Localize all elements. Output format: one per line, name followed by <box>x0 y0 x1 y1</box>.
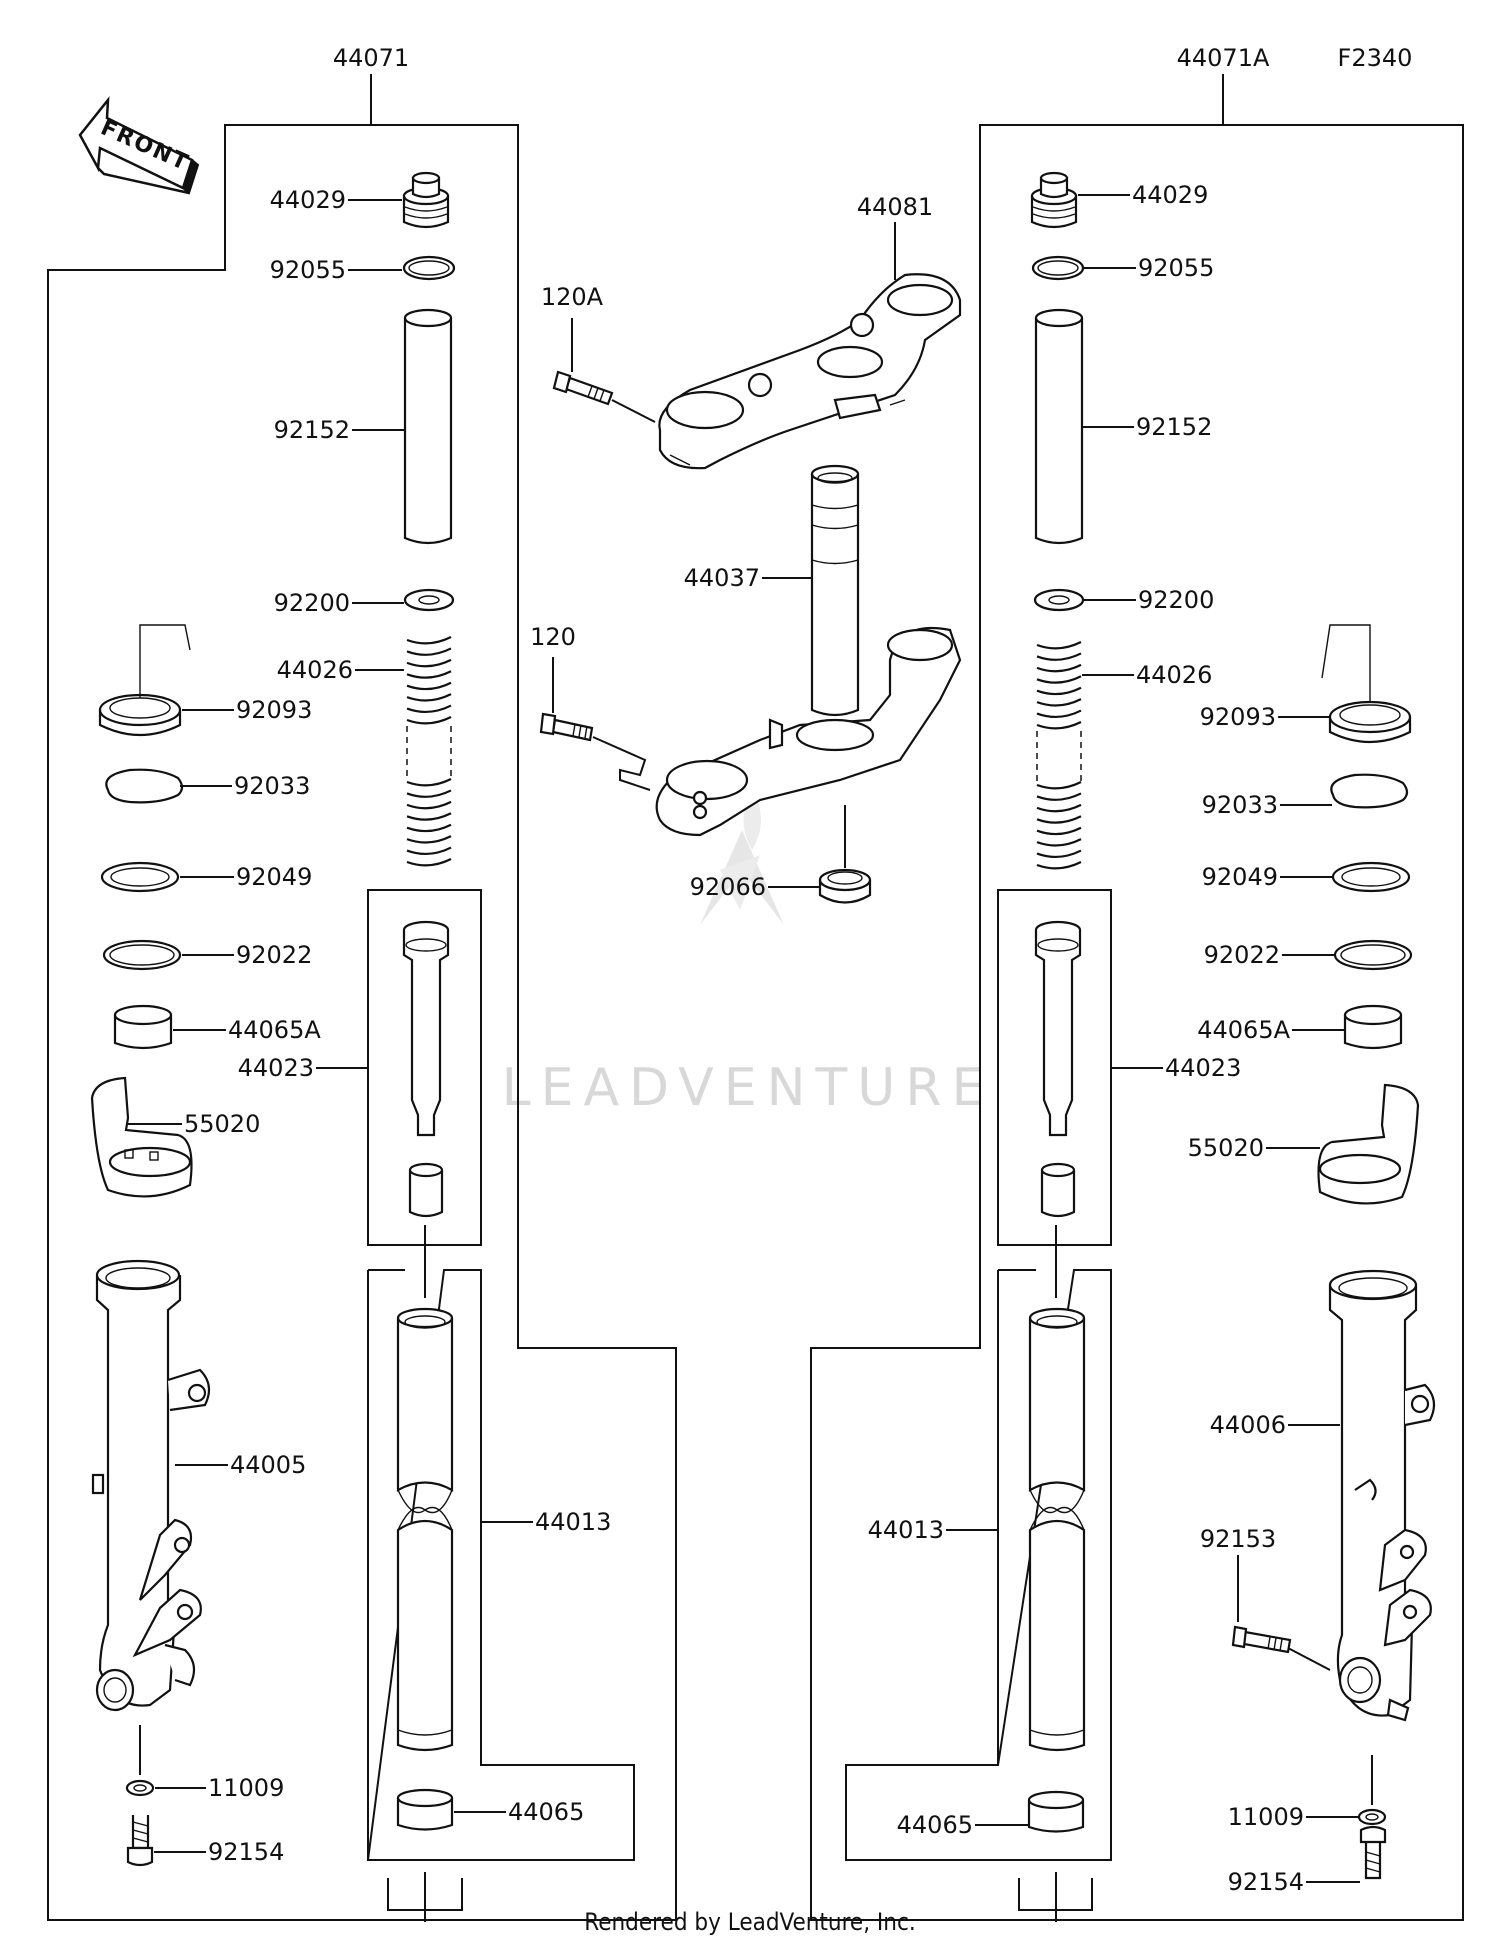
fork-cap-right <box>1030 171 1078 229</box>
slide-bush-right <box>1027 1790 1085 1833</box>
front-arrow-icon: FRONT <box>78 96 200 195</box>
label-120a: 120A <box>541 283 604 311</box>
circlip-left <box>105 768 184 804</box>
label-92049-left: 92049 <box>236 863 312 891</box>
label-92152-left: 92152 <box>274 416 350 444</box>
label-92033-right: 92033 <box>1202 791 1278 819</box>
label-44026-right: 44026 <box>1136 661 1212 689</box>
label-92055-right: 92055 <box>1138 254 1214 282</box>
watermark: LEADVENTURE <box>502 790 995 1118</box>
diagram-code: F2340 <box>1338 44 1413 72</box>
spacer-tube-left <box>403 308 453 545</box>
label-44013-left: 44013 <box>535 1508 611 1536</box>
bolt-120a <box>552 318 656 423</box>
label-44065a-right: 44065A <box>1197 1016 1290 1044</box>
label-44029-left: 44029 <box>270 186 346 214</box>
steering-stem <box>655 464 962 837</box>
washer-left <box>403 588 455 612</box>
label-44081: 44081 <box>857 193 933 221</box>
label-11009-right: 11009 <box>1228 1803 1304 1831</box>
gasket-right <box>1357 1808 1387 1826</box>
label-92154-left: 92154 <box>208 1838 284 1866</box>
damper-cylinder-right <box>1034 920 1082 1218</box>
label-44013-right: 44013 <box>868 1516 944 1544</box>
outer-fork-tube-right <box>1328 1269 1436 1722</box>
right-assembly-outline <box>810 124 1464 1921</box>
spring-coil <box>1036 781 1082 870</box>
spring-left <box>406 636 452 867</box>
assembly-right-label: 44071A <box>1177 44 1270 72</box>
slide-bush-left <box>396 1788 454 1831</box>
label-92153-right: 92153 <box>1200 1525 1276 1553</box>
gasket-left <box>125 1779 155 1797</box>
watermark-text: LEADVENTURE <box>502 1058 995 1118</box>
bolt-left <box>126 1815 154 1867</box>
label-92049-right: 92049 <box>1202 863 1278 891</box>
spring-right <box>1036 641 1082 870</box>
label-92033-left: 92033 <box>234 772 310 800</box>
label-92022-right: 92022 <box>1204 941 1280 969</box>
labels-left: 44029 92055 92152 92200 44026 92093 9203… <box>128 186 611 1866</box>
dust-seal-left <box>98 624 191 737</box>
label-92093-right: 92093 <box>1200 703 1276 731</box>
spring-coil <box>1036 641 1082 730</box>
label-92200-left: 92200 <box>274 589 350 617</box>
label-92200-right: 92200 <box>1138 586 1214 614</box>
labels-center: 44081 120A 44037 120 92066 <box>530 193 933 901</box>
label-44023-right: 44023 <box>1165 1054 1241 1082</box>
circlip-right <box>1330 773 1409 809</box>
label-55020-right: 55020 <box>1188 1134 1264 1162</box>
damper-cylinder-left <box>402 920 450 1218</box>
label-92093-left: 92093 <box>236 696 312 724</box>
spring-coil <box>406 636 452 725</box>
washer-right <box>1033 588 1085 612</box>
label-44029-right: 44029 <box>1132 181 1208 209</box>
washer-2-left <box>102 939 182 971</box>
label-44006-right: 44006 <box>1210 1411 1286 1439</box>
left-assembly-outline <box>47 124 677 1921</box>
label-92066: 92066 <box>690 873 766 901</box>
label-44065-left: 44065 <box>508 1798 584 1826</box>
outer-fork-tube-left <box>91 1259 211 1712</box>
inner-fork-tube-left <box>396 1307 454 1752</box>
label-92055-left: 92055 <box>270 256 346 284</box>
fork-cover-right <box>1317 1083 1420 1205</box>
bolt-120 <box>539 657 651 791</box>
washer-2-right <box>1333 939 1413 971</box>
label-120: 120 <box>530 623 576 651</box>
label-11009-left: 11009 <box>208 1774 284 1802</box>
label-92022-left: 92022 <box>236 941 312 969</box>
label-44026-left: 44026 <box>277 656 353 684</box>
label-44065a-left: 44065A <box>228 1016 321 1044</box>
spacer-tube-right <box>1034 308 1084 545</box>
dust-seal-right <box>1321 624 1412 744</box>
axle-bolt-right <box>1231 1625 1331 1671</box>
assembly-left-label: 44071 <box>333 44 409 72</box>
label-44065-right: 44065 <box>897 1811 973 1839</box>
stem-cap <box>818 805 872 904</box>
oil-seal-right <box>1331 861 1411 893</box>
fork-cap-left <box>402 171 450 229</box>
label-92152-right: 92152 <box>1136 413 1212 441</box>
oil-seal-left <box>100 861 180 893</box>
label-44037: 44037 <box>684 564 760 592</box>
labels-right: 44029 92055 92152 92200 44026 92093 9203… <box>868 181 1360 1896</box>
label-55020-left: 55020 <box>184 1110 260 1138</box>
guide-bush-right <box>1343 1004 1403 1050</box>
label-44023-left: 44023 <box>238 1054 314 1082</box>
inner-fork-tube-right <box>1028 1307 1086 1752</box>
upper-bracket <box>658 273 962 470</box>
footer-credit: Rendered by LeadVenture, Inc. <box>584 1908 915 1936</box>
spring-coil <box>406 778 452 867</box>
fork-cover-left <box>90 1076 193 1198</box>
label-44005-left: 44005 <box>230 1451 306 1479</box>
label-92154-right: 92154 <box>1228 1868 1304 1896</box>
guide-bush-left <box>113 1004 173 1050</box>
bolt-right <box>1359 1825 1387 1880</box>
